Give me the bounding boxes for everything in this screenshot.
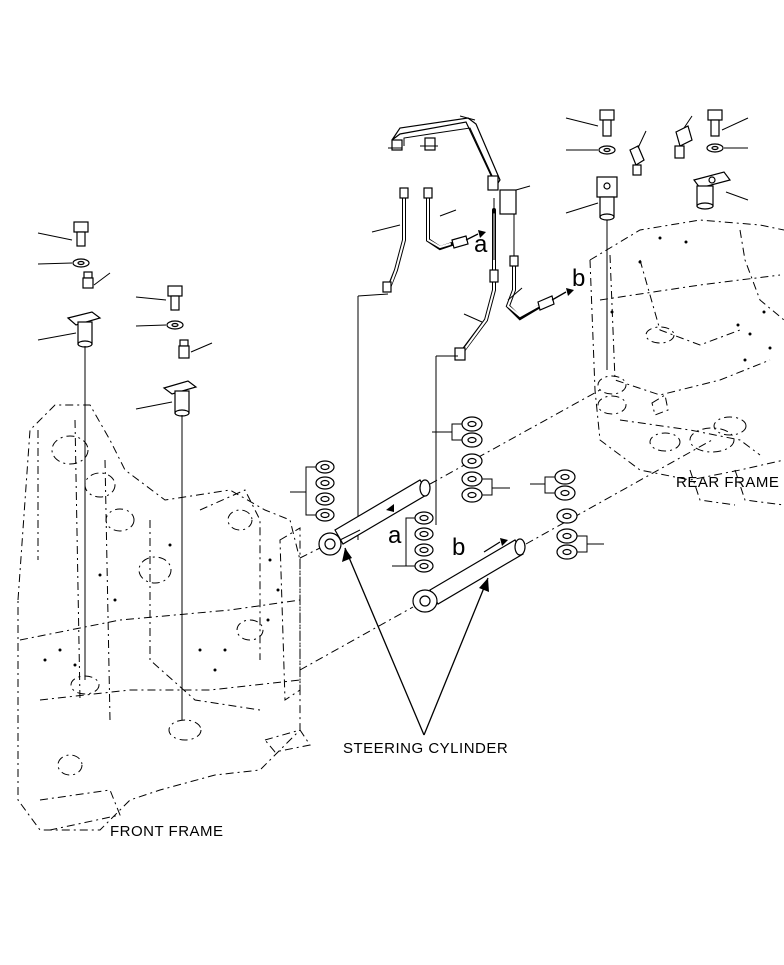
pin-icon (596, 176, 618, 221)
rear-frame-label: REAR FRAME (676, 474, 779, 491)
rear-pin-group-right (674, 109, 749, 210)
pin-icon (692, 171, 732, 210)
hose-b (505, 255, 574, 321)
steering-cylinder-lower (299, 439, 713, 671)
front-pin-group-left (37, 221, 111, 680)
grease-fitting-icon (629, 145, 645, 176)
pin-icon (66, 311, 102, 348)
steering-cylinder-upper (299, 389, 601, 559)
steering-cylinder-leaders (342, 547, 489, 736)
bushing-stack-middle (392, 511, 434, 573)
rear-pin-group-left (565, 109, 647, 370)
rear-frame (589, 219, 784, 506)
steering-cylinder-label: STEERING CYLINDER (343, 740, 508, 757)
washer-icon (72, 258, 90, 268)
hose-a (423, 187, 486, 251)
grease-fitting-icon (674, 125, 693, 159)
front-frame (17, 404, 311, 831)
washer-icon (598, 145, 616, 155)
bolt-icon (707, 109, 723, 137)
marker-a-upper: a (474, 231, 488, 258)
hose-left (357, 187, 409, 540)
washer-icon (706, 143, 724, 153)
pin-icon (162, 380, 198, 417)
bushing-stack-left (290, 460, 335, 522)
marker-b-lower: b (452, 534, 465, 561)
marker-a-lower: a (388, 522, 402, 549)
marker-b-upper: b (572, 265, 585, 292)
grease-fitting-icon (82, 271, 94, 289)
grease-fitting-icon (178, 339, 190, 359)
washer-icon (166, 320, 184, 330)
bolt-icon (167, 285, 183, 311)
front-frame-label: FRONT FRAME (110, 823, 224, 840)
front-pin-group-right (135, 285, 213, 720)
bushing-stack-upper-right (432, 416, 510, 503)
bolt-icon (73, 221, 89, 247)
bolt-icon (599, 109, 615, 137)
bushing-stack-lower-right (530, 469, 604, 560)
steering-tube-assembly (388, 115, 531, 215)
